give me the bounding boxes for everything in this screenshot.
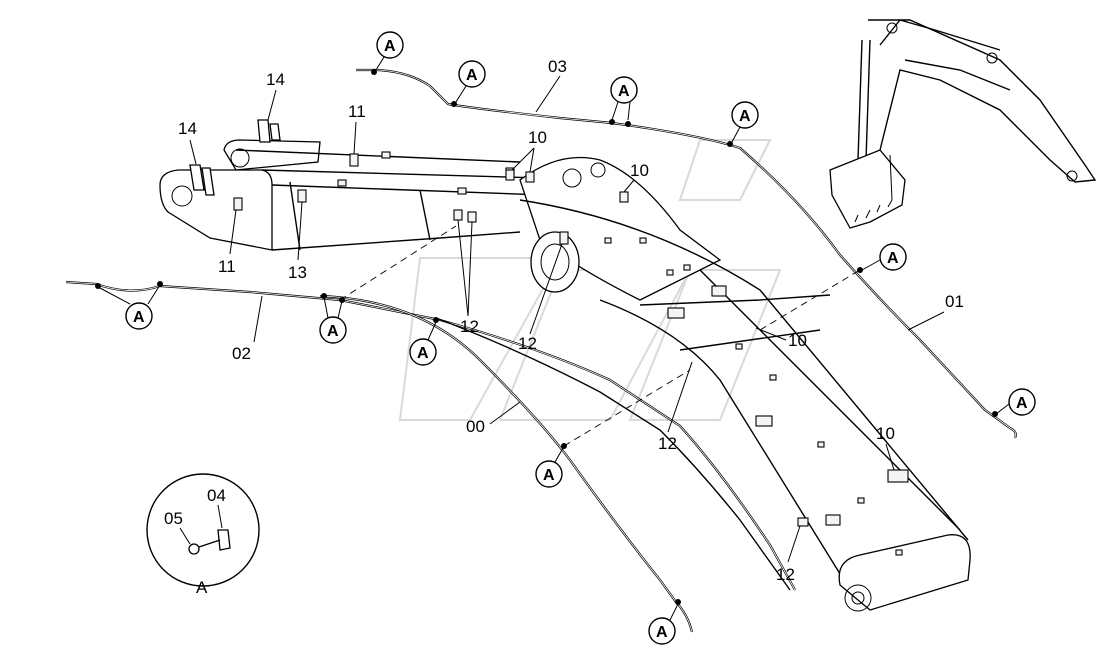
label-00: 00: [466, 417, 485, 436]
svg-text:A: A: [656, 624, 668, 641]
callouts-a: A A A A A A A: [97, 31, 1036, 645]
callout-a: A: [731, 101, 759, 143]
callout-a: A: [535, 447, 564, 488]
boom-body: [159, 119, 971, 612]
callout-a: A: [375, 31, 404, 71]
callout-a: A: [319, 296, 347, 344]
svg-text:A: A: [618, 83, 630, 100]
callout-a: A: [455, 60, 486, 103]
svg-text:A: A: [466, 67, 478, 84]
callout-a: A: [409, 321, 437, 366]
svg-text:A: A: [327, 323, 339, 340]
label-14-b: 14: [178, 119, 197, 138]
label-11-b: 11: [218, 257, 236, 276]
svg-text:A: A: [543, 467, 555, 484]
svg-text:A: A: [133, 309, 145, 326]
callout-a: A: [610, 76, 638, 121]
detail-label-a: A: [196, 578, 208, 597]
callout-a: A: [648, 603, 679, 645]
label-05: 05: [164, 509, 183, 528]
label-12-d: 12: [776, 565, 795, 584]
label-10-d: 10: [876, 424, 895, 443]
svg-text:A: A: [384, 38, 396, 55]
svg-text:A: A: [739, 108, 751, 125]
label-13: 13: [288, 263, 307, 282]
label-14-a: 14: [266, 70, 285, 89]
callout-a: A: [861, 243, 907, 271]
label-10-b: 10: [630, 161, 649, 180]
callout-a: A: [995, 388, 1036, 416]
label-04: 04: [207, 486, 226, 505]
svg-text:A: A: [1016, 395, 1028, 412]
detail-view-a: 04 05 A: [146, 473, 260, 597]
part-labels: 03 01 02 00 14 14 11 11 13 10 10 10 10 1…: [178, 57, 964, 584]
svg-text:A: A: [417, 345, 429, 362]
hoses: [65, 68, 1017, 633]
label-12-a: 12: [460, 317, 479, 336]
label-10-c: 10: [788, 331, 807, 350]
label-12-c: 12: [658, 434, 677, 453]
label-03: 03: [548, 57, 567, 76]
label-11-a: 11: [348, 102, 366, 121]
label-02: 02: [232, 344, 251, 363]
dashed-connections: [339, 225, 861, 447]
label-10-a: 10: [528, 128, 547, 147]
svg-text:A: A: [887, 250, 899, 267]
label-12-b: 12: [518, 334, 537, 353]
label-01: 01: [945, 292, 964, 311]
excavator-inset: [829, 19, 1097, 229]
callout-a: A: [97, 284, 161, 330]
